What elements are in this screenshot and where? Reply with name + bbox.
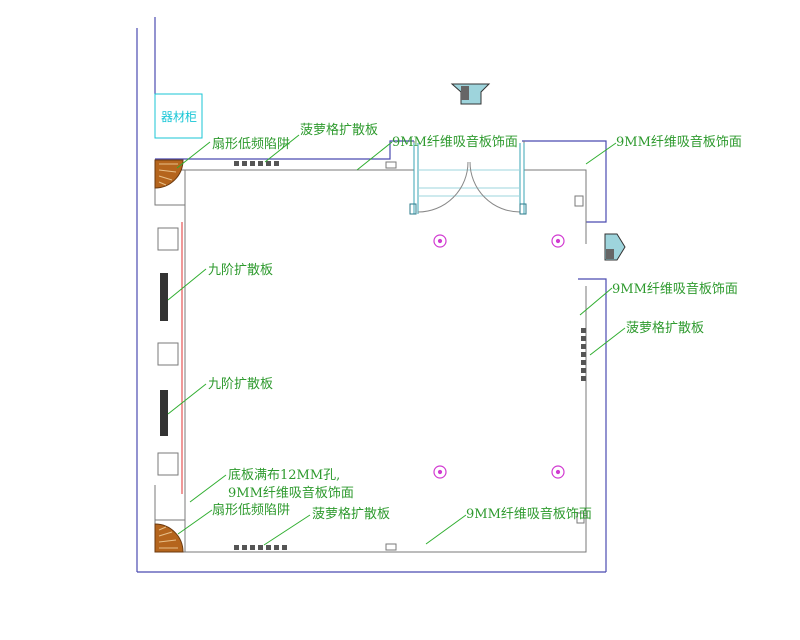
inner-walls xyxy=(154,141,587,553)
cabinet-label: 器材柜 xyxy=(161,110,197,124)
label-floor-line2: 9MM纤维吸音板饰面 xyxy=(228,485,354,501)
ceiling-light-icon xyxy=(433,234,565,479)
bass-trap-top-icon xyxy=(154,159,184,189)
label-bass-trap-top: 扇形低频陷阱 xyxy=(212,136,290,152)
label-floor-line1: 底板满布12MM孔, xyxy=(228,467,340,483)
arrow-right-icon xyxy=(604,233,626,261)
ninestep-diffuser-2 xyxy=(160,390,168,436)
label-absorber-bottom: 9MM纤维吸音板饰面 xyxy=(466,506,592,522)
bass-trap-bottom-icon xyxy=(154,523,184,553)
diffuser-top xyxy=(234,161,279,166)
label-absorber-top-right: 9MM纤维吸音板饰面 xyxy=(616,134,742,150)
label-diffuser-right: 菠萝格扩散板 xyxy=(626,320,704,336)
label-bass-trap-bottom: 扇形低频陷阱 xyxy=(212,502,290,518)
double-door xyxy=(409,143,527,215)
diffuser-right xyxy=(581,328,586,381)
label-ninestep-2: 九阶扩散板 xyxy=(208,377,273,392)
label-absorber-top-mid: 9MM纤维吸音板饰面 xyxy=(392,134,518,150)
label-ninestep-1: 九阶扩散板 xyxy=(208,263,273,278)
arrow-down-icon xyxy=(450,83,491,105)
leader-lines xyxy=(167,134,626,546)
diffuser-bottom xyxy=(234,545,287,550)
label-absorber-right: 9MM纤维吸音板饰面 xyxy=(612,281,738,297)
equipment-cabinet: 器材柜 xyxy=(154,93,203,139)
label-diffuser-bottom: 菠萝格扩散板 xyxy=(312,506,390,522)
label-diffuser-top: 菠萝格扩散板 xyxy=(300,122,378,138)
ninestep-diffuser-1 xyxy=(160,273,168,321)
outer-walls xyxy=(136,17,607,573)
